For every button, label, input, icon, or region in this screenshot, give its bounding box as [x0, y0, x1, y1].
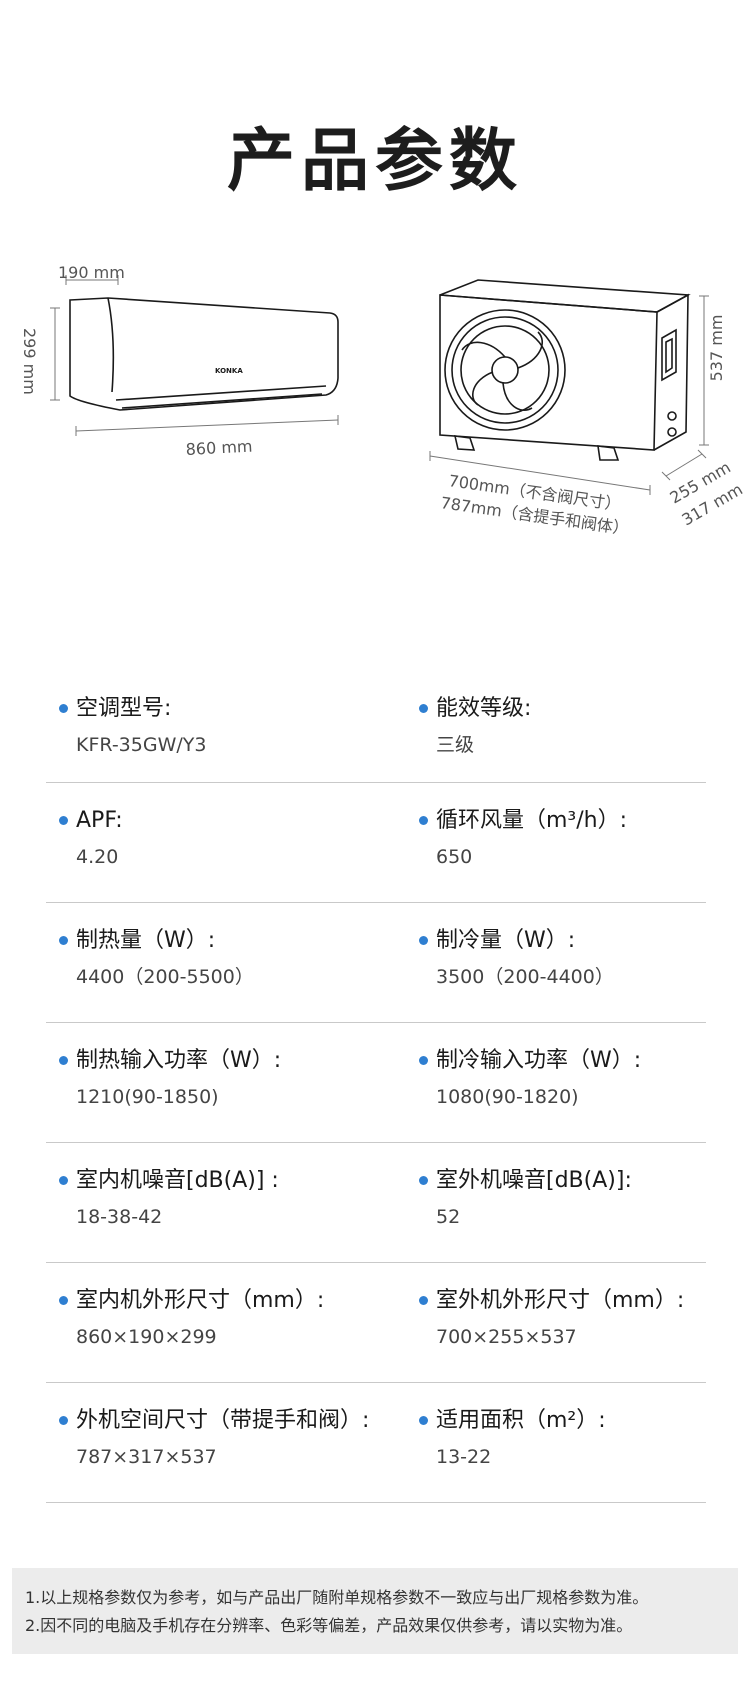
spec-label: 制冷输入功率（W）: — [436, 1048, 642, 1073]
spec-value: KFR-35GW/Y3 — [76, 734, 207, 756]
spec-item: 室内机噪音[dB(A)] : 18-38-42 — [46, 1167, 406, 1262]
spec-value: 860×190×299 — [76, 1326, 217, 1348]
indoor-depth-label: 190 mm — [58, 263, 125, 282]
bullet-icon — [59, 936, 68, 945]
spec-row: 外机空间尺寸（带提手和阀）: 787×317×537 适用面积（m²）: 13-… — [46, 1383, 706, 1503]
spec-item: 空调型号: KFR-35GW/Y3 — [46, 695, 406, 782]
spec-label: 制冷量（W）: — [436, 928, 576, 953]
bullet-icon — [59, 816, 68, 825]
page-title: 产品参数 — [226, 122, 523, 201]
spec-item: 循环风量（m³/h）: 650 — [406, 807, 706, 902]
spec-label: 循环风量（m³/h）: — [436, 808, 628, 833]
outdoor-height-label: 537 mm — [707, 315, 726, 382]
spec-label: 室内机外形尺寸（mm）: — [76, 1288, 325, 1313]
spec-value: 3500（200-4400） — [436, 966, 614, 988]
spec-label: 室内机噪音[dB(A)] : — [76, 1168, 279, 1193]
bullet-icon — [59, 1296, 68, 1305]
spec-row: 空调型号: KFR-35GW/Y3 能效等级: 三级 — [46, 680, 706, 783]
disclaimer-line: 2.因不同的电脑及手机存在分辨率、色彩等偏差，产品效果仅供参考，请以实物为准。 — [25, 1616, 633, 1635]
indoor-unit-drawing — [50, 275, 339, 436]
outdoor-unit-drawing — [429, 279, 709, 495]
spec-item: 室外机噪音[dB(A)]: 52 — [406, 1167, 706, 1262]
spec-value: 1080(90-1820) — [436, 1086, 579, 1108]
disclaimer-box: 1.以上规格参数仅为参考，如与产品出厂随附单规格参数不一致应与出厂规格参数为准。… — [12, 1568, 738, 1654]
spec-item: 室内机外形尺寸（mm）: 860×190×299 — [46, 1287, 406, 1382]
bullet-icon — [419, 1416, 428, 1425]
spec-item: APF: 4.20 — [46, 807, 406, 902]
bullet-icon — [419, 704, 428, 713]
spec-label: APF: — [76, 808, 123, 833]
bullet-icon — [59, 704, 68, 713]
spec-table: 空调型号: KFR-35GW/Y3 能效等级: 三级 APF: 4.20 循环风… — [46, 680, 706, 1503]
bullet-icon — [59, 1416, 68, 1425]
indoor-width-label: 860 mm — [185, 437, 253, 459]
spec-value: 700×255×537 — [436, 1326, 577, 1348]
spec-label: 室外机噪音[dB(A)]: — [436, 1168, 632, 1193]
spec-label: 制热输入功率（W）: — [76, 1048, 282, 1073]
spec-row: 制热量（W）: 4400（200-5500） 制冷量（W）: 3500（200-… — [46, 903, 706, 1023]
spec-value: 三级 — [436, 734, 475, 756]
spec-row: 室内机噪音[dB(A)] : 18-38-42 室外机噪音[dB(A)]: 52 — [46, 1143, 706, 1263]
spec-label: 能效等级: — [436, 696, 532, 721]
spec-value: 4400（200-5500） — [76, 966, 254, 988]
bullet-icon — [59, 1176, 68, 1185]
spec-label: 空调型号: — [76, 696, 172, 721]
spec-value: 18-38-42 — [76, 1206, 163, 1228]
bullet-icon — [419, 1296, 428, 1305]
product-dimension-diagram: 190 mm 299 mm 860 mm KONKA — [20, 263, 746, 538]
spec-item: 适用面积（m²）: 13-22 — [406, 1407, 706, 1502]
bullet-icon — [419, 1056, 428, 1065]
indoor-height-label: 299 mm — [20, 328, 39, 395]
spec-value: 52 — [436, 1206, 461, 1228]
spec-item: 室外机外形尺寸（mm）: 700×255×537 — [406, 1287, 706, 1382]
spec-value: 13-22 — [436, 1446, 492, 1468]
spec-row: 室内机外形尺寸（mm）: 860×190×299 室外机外形尺寸（mm）: 70… — [46, 1263, 706, 1383]
spec-label: 制热量（W）: — [76, 928, 216, 953]
spec-value: 4.20 — [76, 846, 119, 868]
spec-value: 787×317×537 — [76, 1446, 217, 1468]
spec-item: 外机空间尺寸（带提手和阀）: 787×317×537 — [46, 1407, 406, 1502]
spec-label: 适用面积（m²）: — [436, 1408, 606, 1433]
spec-item: 制热输入功率（W）: 1210(90-1850) — [46, 1047, 406, 1142]
spec-row: 制热输入功率（W）: 1210(90-1850) 制冷输入功率（W）: 1080… — [46, 1023, 706, 1143]
bullet-icon — [59, 1056, 68, 1065]
spec-item: 能效等级: 三级 — [406, 695, 706, 782]
bullet-icon — [419, 1176, 428, 1185]
spec-item: 制冷输入功率（W）: 1080(90-1820) — [406, 1047, 706, 1142]
spec-label: 室外机外形尺寸（mm）: — [436, 1288, 685, 1313]
spec-item: 制冷量（W）: 3500（200-4400） — [406, 927, 706, 1022]
spec-value: 650 — [436, 846, 473, 868]
spec-item: 制热量（W）: 4400（200-5500） — [46, 927, 406, 1022]
spec-row: APF: 4.20 循环风量（m³/h）: 650 — [46, 783, 706, 903]
spec-label: 外机空间尺寸（带提手和阀）: — [76, 1408, 370, 1433]
spec-value: 1210(90-1850) — [76, 1086, 219, 1108]
bullet-icon — [419, 816, 428, 825]
indoor-brand-logo: KONKA — [215, 367, 243, 375]
bullet-icon — [419, 936, 428, 945]
disclaimer-line: 1.以上规格参数仅为参考，如与产品出厂随附单规格参数不一致应与出厂规格参数为准。 — [25, 1588, 649, 1607]
